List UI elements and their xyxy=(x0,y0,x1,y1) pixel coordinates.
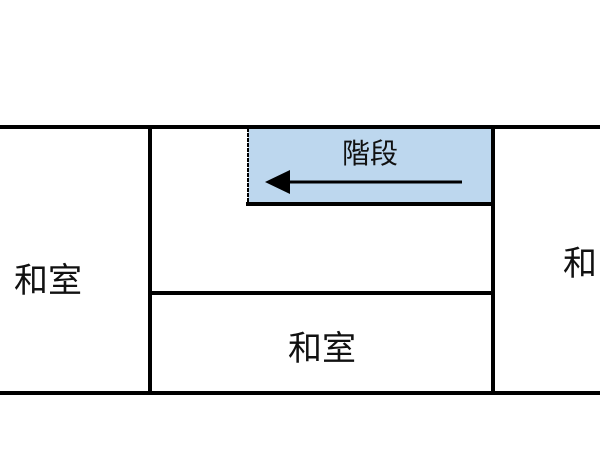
stair-direction-arrow-icon xyxy=(265,170,462,194)
room-label-bottom-center: 和室 xyxy=(288,329,356,369)
room-label-left: 和室 xyxy=(14,261,82,301)
room-label-right: 和 xyxy=(563,244,597,284)
walls xyxy=(0,125,600,395)
stair-label: 階段 xyxy=(342,137,398,170)
